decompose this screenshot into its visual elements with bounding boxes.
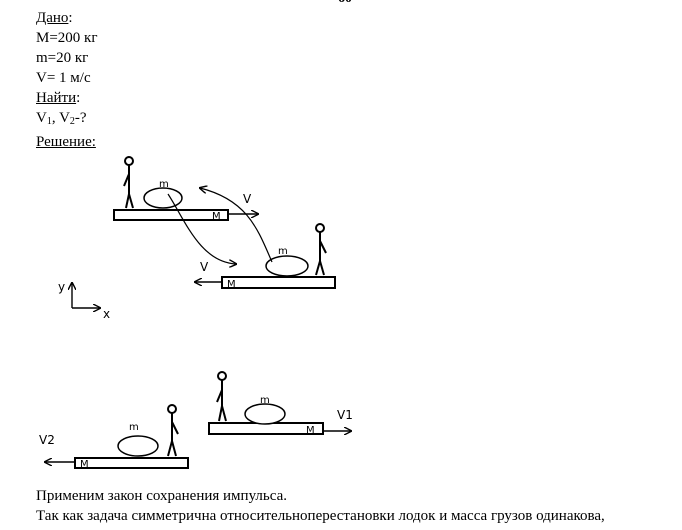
cargo-bottom-right [265, 255, 309, 277]
person-bottom-right-icon [315, 223, 327, 276]
given-header-line: Дано: [36, 8, 98, 28]
find-question: -? [74, 110, 87, 126]
label-m-bottom-right: m [278, 246, 288, 257]
cargo-left-fig2 [117, 435, 159, 457]
label-v-bottom: V [200, 260, 209, 274]
given-velocity: V= 1 м/с [36, 70, 91, 86]
label-v1: V1 [337, 408, 353, 422]
axes-icon [72, 283, 100, 308]
given-colon: : [68, 10, 73, 26]
label-M-left: M [80, 459, 89, 470]
label-m-left: m [129, 422, 139, 433]
trajectory-curve-2 [200, 188, 273, 263]
cargo-top-left [143, 187, 183, 209]
axis-x-label: x [103, 307, 110, 321]
find-header: Найти [36, 90, 77, 106]
axis-y-label: y [58, 280, 65, 294]
given-mass-small: m=20 кг [36, 50, 89, 66]
label-v-top: V [243, 192, 252, 206]
label-M-top: M [212, 211, 221, 222]
find-sub1: 1 [46, 116, 52, 127]
label-M-right: M [306, 425, 315, 436]
label-M-bottom: M [227, 279, 236, 290]
given-mass-big: M=200 кг [36, 30, 98, 46]
find-header-line: Найти: [36, 88, 98, 108]
physics-figure: M m V M m V y x M [39, 156, 353, 470]
boat-left-fig2: M [74, 457, 189, 470]
label-m-top-left: m [159, 179, 169, 190]
solution-text-line-2: Так как задача симметрична относительноп… [36, 508, 605, 524]
given-block: Дано: M=200 кг m=20 кг V= 1 м/с Найти: V… [36, 8, 98, 152]
find-sep: , V [51, 110, 70, 126]
find-colon: : [76, 90, 81, 106]
given-header: Дано [36, 10, 69, 26]
solution-text-line-1: Применим закон сохранения импульса. [36, 488, 287, 504]
find-sub2: 2 [69, 116, 75, 127]
cargo-right-fig2 [244, 403, 286, 425]
person-right-fig2-icon [216, 371, 227, 422]
page-number: 60 [338, 0, 352, 7]
person-top-left-icon [123, 156, 134, 209]
find-values: V1, V2-? [36, 108, 98, 132]
boat-2-bottom: M [221, 276, 336, 290]
trajectory-curve-1 [167, 193, 236, 264]
boat-right-fig2: M [208, 422, 324, 436]
boat-1-top: M [113, 209, 229, 222]
label-m-right: m [260, 395, 270, 406]
label-v2: V2 [39, 433, 55, 447]
find-v1: V [36, 110, 47, 126]
person-left-fig2-icon [167, 404, 179, 457]
solution-header: Решение: [36, 134, 96, 150]
